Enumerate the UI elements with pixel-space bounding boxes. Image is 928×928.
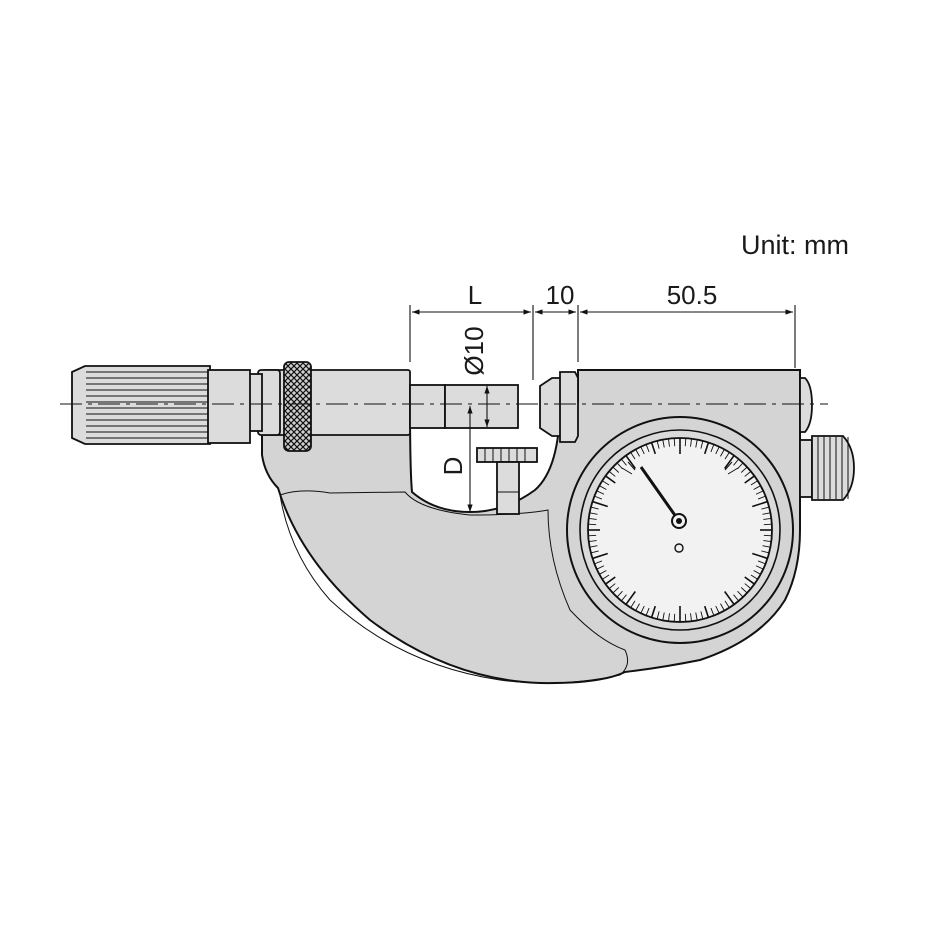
micrometer-barrel <box>247 369 411 436</box>
anvil <box>539 371 579 443</box>
dimension-50-5-label: 50.5 <box>667 280 718 310</box>
release-button <box>799 377 813 433</box>
dimension-10-label: 10 <box>546 280 575 310</box>
dimension-l-label: L <box>468 280 482 310</box>
lock-ring <box>283 361 312 452</box>
unit-label: Unit: mm <box>741 230 849 260</box>
dimension-lines <box>409 305 796 512</box>
spindle <box>409 384 446 429</box>
thimble <box>71 365 251 445</box>
diameter-label: Ø10 <box>459 326 489 375</box>
spindle-tip <box>444 384 519 429</box>
dial-needle <box>639 466 681 522</box>
workpiece-support <box>476 447 538 515</box>
adjust-knob <box>799 435 855 501</box>
depth-label: D <box>438 457 468 476</box>
dial-indicator <box>566 416 794 644</box>
